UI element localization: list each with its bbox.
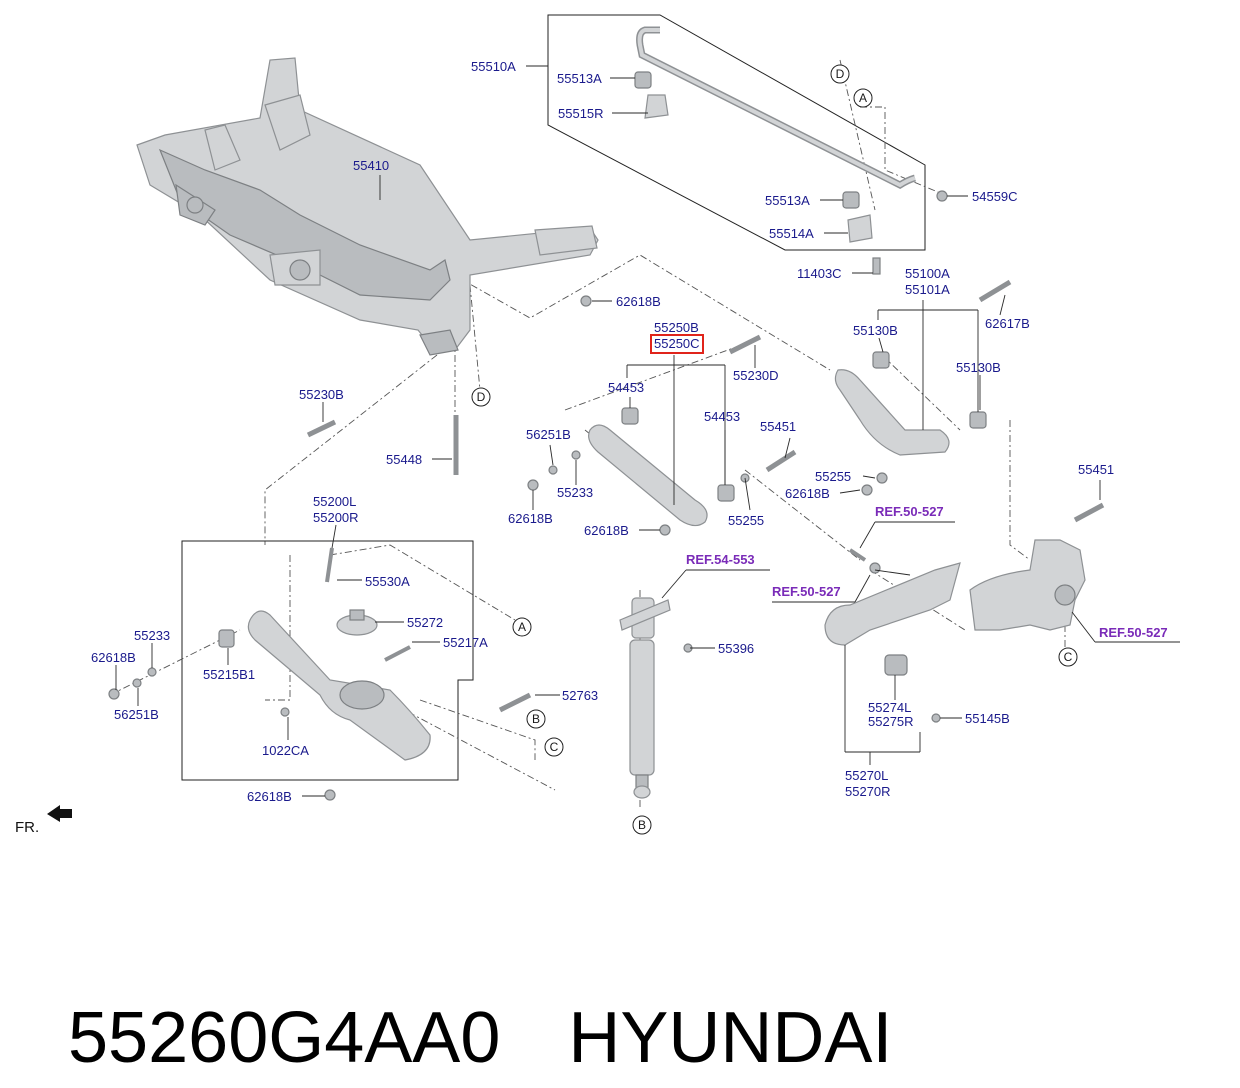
callout-c-mid: C	[550, 740, 559, 754]
part-label[interactable]: 55217A	[443, 635, 488, 650]
part-label[interactable]: 55130B	[853, 323, 898, 338]
front-orientation-label: FR.	[15, 819, 39, 836]
trailing-arm-assembly	[824, 548, 961, 723]
part-label[interactable]: 55130B	[956, 360, 1001, 375]
stabilizer-bushings	[634, 71, 948, 275]
part-label[interactable]: 54453	[608, 380, 644, 395]
knuckle	[969, 502, 1105, 631]
ref-label[interactable]: REF.50-527	[1099, 625, 1168, 640]
lower-arm-assembly	[108, 547, 532, 801]
part-label[interactable]: 11403C	[797, 266, 842, 281]
part-label[interactable]: 55272	[407, 615, 443, 630]
part-label[interactable]: 55200L	[313, 494, 356, 509]
part-label[interactable]: 55275R	[868, 714, 914, 729]
stabilizer-bar-group-box	[547, 14, 926, 251]
part-label[interactable]: 62618B	[785, 486, 830, 501]
ref-label[interactable]: REF.50-527	[772, 584, 841, 599]
lateral-link-assembly	[306, 295, 797, 536]
upper-arm-assembly	[834, 279, 1012, 496]
shock-absorber	[619, 597, 693, 799]
part-label[interactable]: 55101A	[905, 282, 950, 297]
part-label[interactable]: 55270R	[845, 784, 891, 799]
part-number: 55260G4AA0	[68, 998, 501, 1078]
part-label[interactable]: 55515R	[558, 106, 604, 121]
part-label[interactable]: 55230B	[299, 387, 344, 402]
part-label[interactable]: 55233	[557, 485, 593, 500]
front-arrow-icon	[47, 805, 72, 822]
part-label[interactable]: 55510A	[471, 59, 516, 74]
part-label[interactable]: 54453	[704, 409, 740, 424]
callout-b-bottom: B	[638, 818, 646, 832]
part-label[interactable]: 62618B	[508, 511, 553, 526]
part-label[interactable]: 55451	[1078, 462, 1114, 477]
part-label[interactable]: 55215B1	[203, 667, 255, 682]
part-label-highlighted[interactable]: 55250C	[654, 336, 700, 351]
highlighted-part-box	[650, 334, 704, 354]
part-label[interactable]: 55448	[386, 452, 422, 467]
part-label[interactable]: 55530A	[365, 574, 410, 589]
part-label[interactable]: 55200R	[313, 510, 359, 525]
rear-subframe	[136, 57, 599, 356]
exploded-parts-diagram: D A D A B C C B 55510A 55513A 55515R 555…	[15, 14, 1180, 836]
part-caption: 55260G4AA0 HYUNDAI	[28, 888, 1228, 1078]
callout-b-mid: B	[532, 712, 540, 726]
callout-d-top: D	[836, 67, 845, 81]
part-label[interactable]: 55513A	[765, 193, 810, 208]
ref-label[interactable]: REF.54-553	[686, 552, 755, 567]
ref-label[interactable]: REF.50-527	[875, 504, 944, 519]
part-label[interactable]: 1022CA	[262, 743, 309, 758]
part-label[interactable]: 55451	[760, 419, 796, 434]
callout-a-top: A	[859, 91, 867, 105]
callout-d-mid: D	[477, 390, 486, 404]
part-label[interactable]: 55233	[134, 628, 170, 643]
part-label[interactable]: 62618B	[616, 294, 661, 309]
part-label[interactable]: 55396	[718, 641, 754, 656]
callout-circles	[471, 64, 1078, 835]
brand-name: HYUNDAI	[568, 998, 893, 1078]
part-label[interactable]: 54559C	[972, 189, 1018, 204]
part-label[interactable]: 55100A	[905, 266, 950, 281]
part-label[interactable]: 56251B	[526, 427, 571, 442]
part-label[interactable]: 62618B	[247, 789, 292, 804]
part-label[interactable]: 55145B	[965, 711, 1010, 726]
stabilizer-bar	[636, 26, 917, 190]
part-label[interactable]: 62618B	[91, 650, 136, 665]
part-label[interactable]: 55410	[353, 158, 389, 173]
lower-arm-group-box	[181, 540, 474, 781]
part-label[interactable]: 52763	[562, 688, 598, 703]
callout-c-right: C	[1064, 650, 1073, 664]
part-label[interactable]: 55255	[728, 513, 764, 528]
part-label[interactable]: 55274L	[868, 700, 911, 715]
part-label[interactable]: 55514A	[769, 226, 814, 241]
leader-lines	[115, 65, 1180, 797]
part-label[interactable]: 55255	[815, 469, 851, 484]
callout-a-mid: A	[518, 620, 526, 634]
part-label[interactable]: 62618B	[584, 523, 629, 538]
part-label[interactable]: 62617B	[985, 316, 1030, 331]
part-label[interactable]: 55513A	[557, 71, 602, 86]
part-label[interactable]: 55230D	[733, 368, 779, 383]
part-label[interactable]: 55250B	[654, 320, 699, 335]
part-label[interactable]: 56251B	[114, 707, 159, 722]
part-label[interactable]: 55270L	[845, 768, 888, 783]
